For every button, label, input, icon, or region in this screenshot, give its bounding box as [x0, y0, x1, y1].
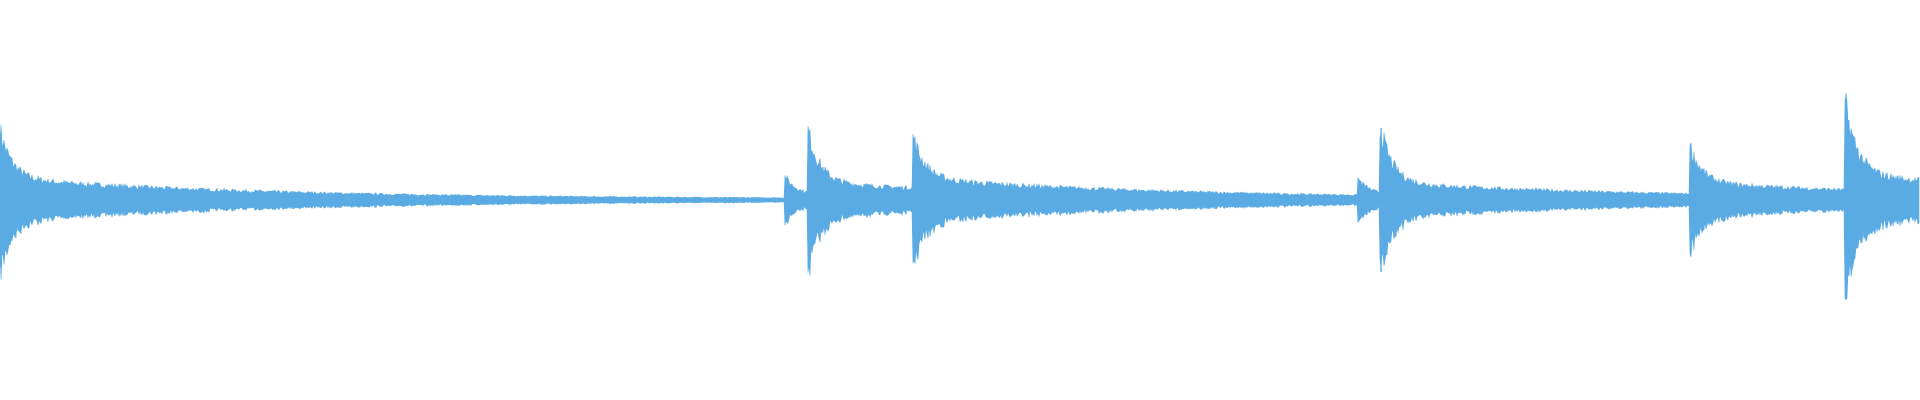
waveform-envelope — [0, 92, 1920, 301]
